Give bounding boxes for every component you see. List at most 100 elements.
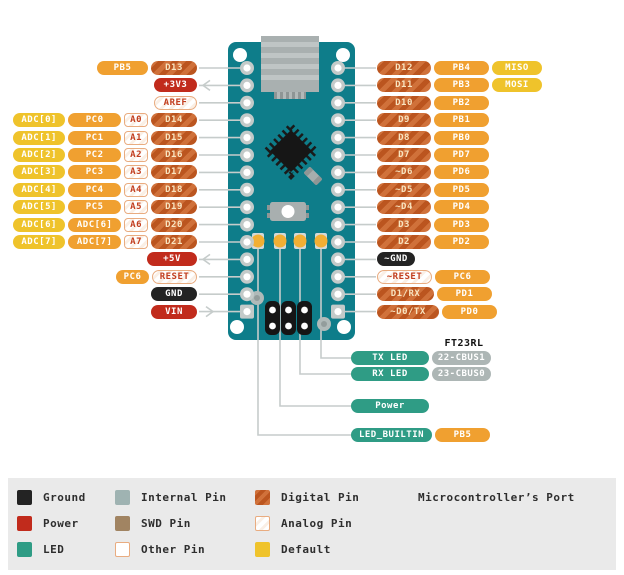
pin-chip-MISO: MISO (492, 61, 542, 75)
pin-hole (243, 308, 251, 316)
pin-hole (334, 221, 342, 229)
legend-label: Ground (43, 491, 86, 504)
pin-hole (334, 81, 342, 89)
pin-chip-PB4: PB4 (434, 61, 489, 75)
legend-label: Microcontroller’s Port (418, 491, 575, 504)
pin-chip-D10: D10 (377, 95, 431, 110)
leader-line (279, 247, 351, 407)
pin-chip-GND: GND (151, 287, 197, 302)
legend-label: LED (43, 543, 65, 556)
pin-hole (243, 151, 251, 159)
pin-hole (243, 273, 251, 281)
pin-chip-PB5: PB5 (97, 61, 148, 75)
pin-chip-Power: Power (351, 399, 429, 413)
legend-label: Internal Pin (141, 491, 227, 504)
pin-hole (243, 290, 251, 298)
pin-row: GND (151, 287, 197, 302)
pin-chip-TXLED: TX LED (351, 351, 429, 365)
pin-hole (243, 238, 251, 246)
pin-chip-D3: D3 (377, 217, 431, 232)
led-swatch-icon (17, 542, 32, 557)
pin-chip-ADC1: ADC[1] (13, 130, 66, 145)
pin-chip-PD3: PD3 (434, 217, 489, 232)
pin-chip-D7: D7 (377, 148, 431, 162)
board-pcb (228, 42, 355, 340)
pin-chip-~D5: ~D5 (377, 182, 431, 197)
pin-chip-23CBUS0: 23-CBUS0 (432, 367, 491, 381)
icsp-header (265, 301, 312, 335)
pin-row: ~GND (377, 252, 415, 267)
pin-chip-RXLED: RX LED (351, 367, 429, 381)
other-swatch-icon (115, 542, 130, 557)
pin-chip-ADC7: ADC[7] (13, 235, 66, 249)
pin-chip-A2: A2 (124, 148, 148, 162)
legend-item: Digital Pin (255, 490, 359, 505)
pin-chip-D13: D13 (151, 61, 197, 75)
legend-item: Other Pin (115, 542, 226, 557)
pin-row: +5V (147, 252, 197, 267)
pin-hole (243, 99, 251, 107)
pin-chip-ADC7: ADC[7] (68, 235, 122, 249)
pin-chip-D16: D16 (151, 148, 197, 162)
pin-chip-~GND: ~GND (377, 252, 415, 267)
pin-chip-A5: A5 (124, 200, 148, 215)
power-swatch-icon (17, 516, 32, 531)
pin-hole (243, 64, 251, 72)
pin-hole (334, 99, 342, 107)
pin-hole (334, 151, 342, 159)
pin-chip-+3V3: +3V3 (154, 78, 197, 93)
pin-hole (334, 273, 342, 281)
pin-chip-PB5: PB5 (435, 428, 490, 442)
pin-chip-MOSI: MOSI (492, 78, 542, 93)
pin-chip-VIN: VIN (151, 304, 197, 319)
leader-line (201, 253, 211, 266)
pin-chip-D17: D17 (151, 165, 197, 180)
legend-item: Analog Pin (255, 516, 359, 531)
pin-chip-PB2: PB2 (434, 95, 489, 110)
pin-chip-+5V: +5V (147, 252, 197, 267)
ftdi-chip-label: FT23RL (444, 338, 484, 349)
pin-chip-~RESET: ~RESET (377, 269, 432, 284)
pin-chip-22CBUS1: 22-CBUS1 (432, 351, 491, 365)
pin-chip-ADC2: ADC[2] (13, 148, 66, 162)
via-center (254, 295, 260, 301)
pin-chip-AREF: AREF (154, 95, 197, 110)
pin-chip-D15: D15 (151, 130, 197, 145)
pin-chip-PC3: PC3 (68, 165, 122, 180)
legend-item: Internal Pin (115, 490, 226, 505)
ground-swatch-icon (17, 490, 32, 505)
pin-chip-~D6: ~D6 (377, 165, 431, 180)
pin-chip-LEDBUILTIN: LED_BUILTIN (351, 428, 432, 442)
pin-chip-D11: D11 (377, 78, 431, 93)
passive-component (304, 167, 322, 185)
legend-label: Analog Pin (281, 517, 353, 530)
pin-hole (243, 116, 251, 124)
pin-chip-D2: D2 (377, 235, 431, 249)
pin-chip-PC1: PC1 (68, 130, 122, 145)
mount-hole (233, 48, 247, 62)
pin-hole (243, 221, 251, 229)
pin-chip-ADC3: ADC[3] (13, 165, 66, 180)
legend-item: SWD Pin (115, 516, 226, 531)
pin-chip-PD5: PD5 (434, 182, 489, 197)
pin-chip-A7: A7 (124, 235, 148, 249)
